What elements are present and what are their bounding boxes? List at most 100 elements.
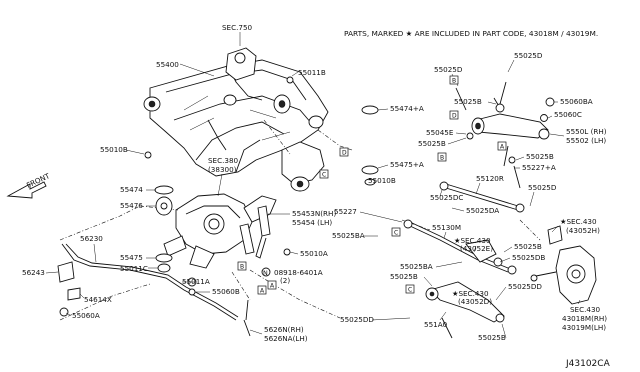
rear-subframe-55400 [143,47,329,177]
svg-text:D: D [452,113,457,120]
label-sec430-c: ★SEC.430 [452,289,489,298]
label-55025D-top: 55025D [514,51,543,60]
label-55025DA: 55025DA [466,206,499,215]
label-55120R: 55120R [476,174,504,183]
svg-text:A: A [500,144,505,151]
ref-box-C-2: C [405,284,415,294]
svg-text:C: C [408,287,412,294]
mount-insulators-right [361,105,379,186]
label-55011B: 55011B [298,68,326,77]
label-55474: 55474 [120,185,143,194]
label-55476: 55476 [120,201,143,210]
label-sec430-b-sub: (43052H) [566,226,600,235]
label-55453N: 55453N(RH) [292,209,336,218]
label-55025BA-2: 55025BA [400,262,433,271]
labels-left: SEC.750 55400 55011B 55010B SEC.380 (383… [22,23,326,343]
label-sec750: SEC.750 [222,23,253,32]
upper-link-5550L [455,81,555,140]
label-55475: 55475 [120,253,143,262]
svg-text:B: B [440,155,444,162]
label-sec430-d-sub2: 43019M(LH) [562,323,606,332]
label-55060B: 55060B [212,287,240,296]
label-55011C: 55011C [120,264,148,273]
label-sec380: SEC.380 [208,156,239,165]
label-56243: 56243 [22,268,45,277]
svg-text:B: B [240,264,244,271]
header-note: PARTS, MARKED ★ ARE INCLUDED IN PART COD… [344,29,598,38]
label-sec380-sub: (38300) [208,165,237,174]
diff-mount-bracket [281,141,325,192]
label-55025DD-2: 55025DD [508,282,542,291]
ref-box-D-2: D [449,110,459,120]
label-5626N: 5626N(RH) [264,325,304,334]
label-55025D-1: 55025D [434,65,463,74]
lower-link-55130M [403,219,517,275]
diagram-code: J43102CA [565,359,611,369]
label-55025B-4: 55025B [514,242,542,251]
rear-knuckle [530,225,597,305]
label-sec430-a: ★SEC.430 [454,236,491,245]
label-55227A: 55227+A [522,163,556,172]
lower-arm-551A0 [425,281,505,339]
label-55060A: 55060A [72,311,100,320]
label-55502: 55502 (LH) [566,136,606,145]
label-08918: 08918-6401A [274,268,323,277]
ref-box-B-3: B [449,75,459,85]
circle-n-marker [261,267,271,277]
label-56230: 56230 [80,234,103,243]
shock-absorber [239,205,271,259]
svg-text:C: C [322,172,326,179]
label-55010A: 55010A [300,249,328,258]
label-55010B-left: 55010B [100,145,128,154]
label-sec430-c-sub: (43052D) [458,297,492,306]
ref-box-D-1: D [339,147,349,157]
labels-middle: 55474+A 55475+A 55010B 55453N(RH) 55454 … [261,104,424,324]
label-55060BA: 55060BA [560,97,593,106]
front-arrow [6,181,47,199]
label-551A0: 551A0 [424,320,448,329]
label-55010B-mid: 55010B [368,176,396,185]
labels-right: 55025D 55025D 55025B 55060BA 55060C 5504… [390,51,607,342]
label-sec430-b: ★SEC.430 [560,217,597,226]
circle-n-label: N [263,269,268,277]
label-sec430-a-sub: (43052E) [460,244,493,253]
label-55060C: 55060C [554,110,582,119]
lateral-link-55120R [439,145,525,213]
label-55130M: 55130M [432,223,461,232]
svg-text:A: A [270,283,275,290]
ref-box-B-1: B [237,261,247,271]
label-55025B-3: 55025B [526,152,554,161]
label-54614X: 54614X [84,295,112,304]
reference-boxes: A B C D A B C D B C A [237,75,507,295]
label-55025B-5: 55025B [390,272,418,281]
ref-box-B-2: B [437,152,447,162]
label-55025BA-1: 55025BA [332,231,365,240]
label-55025DC: 55025DC [430,193,463,202]
ref-box-A-2: A [497,141,507,151]
label-55025B-1: 55025B [454,97,482,106]
differential-sec380 [163,193,277,269]
svg-text:B: B [452,78,456,85]
label-55454: 55454 (LH) [292,218,332,227]
ref-box-C-1: C [319,169,329,179]
ref-box-A-1: A [267,280,277,290]
label-sec430-d-sub1: 43018M(RH) [562,314,607,323]
label-55475A: 55475+A [390,160,424,169]
label-55025B-2: 55025B [418,139,446,148]
label-sec430-d: SEC.430 [570,305,601,314]
svg-text:C: C [394,230,398,237]
label-55045E: 55045E [426,128,454,137]
svg-text:A: A [260,288,265,295]
label-08918-qty: (2) [280,276,290,285]
ref-box-C-3: C [391,227,401,237]
front-label: FRONT [25,171,52,190]
ref-box-A-3: A [257,285,267,295]
label-5550L: 5550L (RH) [566,127,607,136]
mount-insulators-left [154,185,197,287]
svg-text:D: D [342,150,347,157]
label-5626NA: 5626NA(LH) [264,334,308,343]
label-55025DD-1: 55025DD [340,315,374,324]
label-55400: 55400 [156,60,179,69]
label-55025DB: 55025DB [512,253,545,262]
